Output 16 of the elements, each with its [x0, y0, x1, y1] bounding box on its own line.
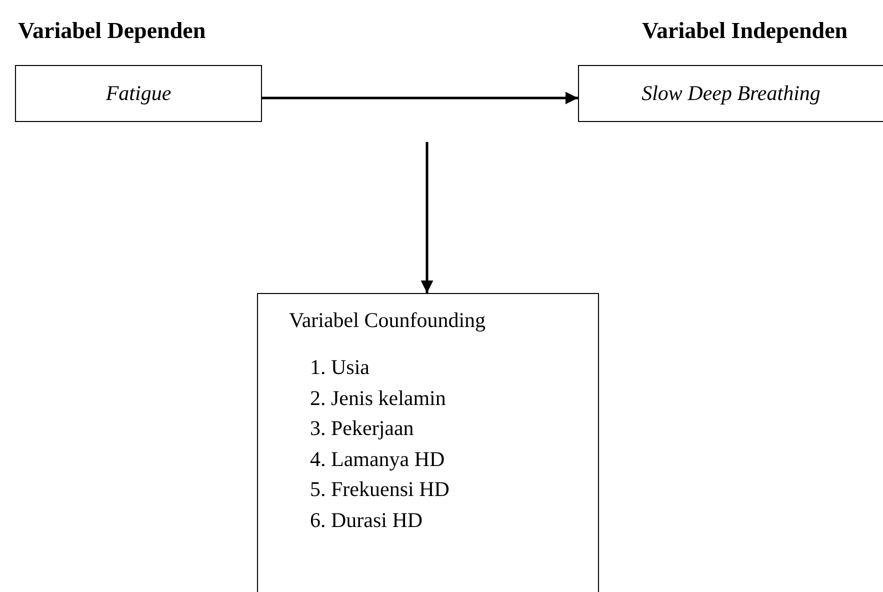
- list-item: 5. Frekuensi HD: [310, 477, 450, 502]
- arrow: [420, 142, 434, 293]
- text-box: [257, 293, 599, 592]
- text-box: [15, 65, 262, 122]
- text-box: [578, 65, 883, 122]
- list-item: 4. Lamanya HD: [310, 446, 445, 472]
- list-item: 2. Jenis kelamin: [310, 386, 446, 410]
- heading: Variabel Independen: [642, 18, 848, 44]
- box-heading: Variabel Counfounding: [289, 308, 486, 333]
- node-label: Fatigue: [104, 80, 172, 106]
- list-item: 6. Durasi HD: [310, 508, 423, 532]
- list-item: 1. Usia: [310, 355, 370, 380]
- heading: Variabel Dependen: [18, 18, 206, 44]
- node-label: Slow Deep Breathing: [640, 80, 822, 106]
- list-item: 3. Pekerjaan: [310, 416, 414, 441]
- arrow: [262, 92, 578, 104]
